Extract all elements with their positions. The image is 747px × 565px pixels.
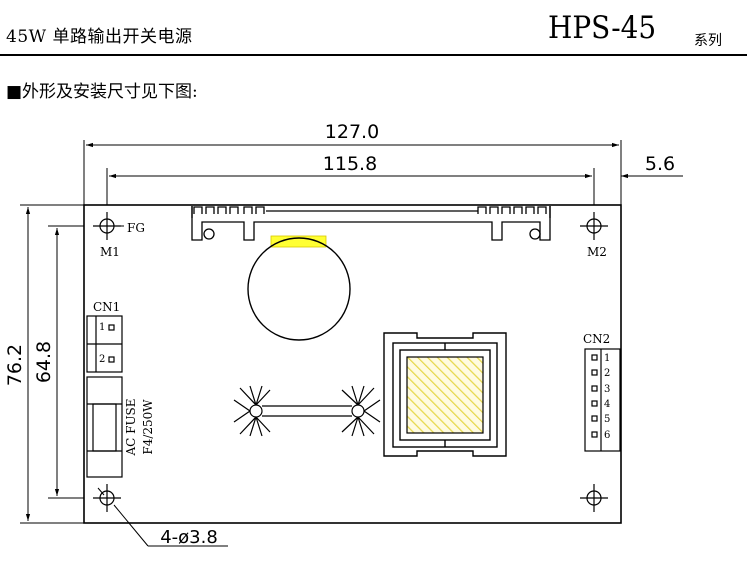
cn1-pin-2: 2 <box>99 354 105 365</box>
dim-hole-spacing-x: 115.8 <box>323 153 377 175</box>
hole-callout-text: 4-ø3.8 <box>160 527 218 548</box>
transformer-core-hatch <box>406 356 484 434</box>
electrolytic-capacitor <box>247 237 351 341</box>
hole-callout-leader <box>97 487 228 547</box>
highlight-marker <box>270 235 327 248</box>
cn2-label: CN2 <box>583 332 610 346</box>
cn1-connector <box>86 315 123 373</box>
pcb-outline <box>83 204 622 524</box>
header-divider <box>0 54 747 56</box>
extension-lines <box>20 140 622 524</box>
fuse-label-line1: AC FUSE <box>124 398 138 456</box>
transformer <box>383 332 507 457</box>
m2-label: M2 <box>587 245 607 259</box>
cn2-pin-3: 3 <box>604 384 610 395</box>
cn2-connector <box>584 348 621 452</box>
top-heatsink <box>191 206 551 241</box>
series-label: 系列 <box>694 33 722 49</box>
product-title: 45W 单路输出开关电源 <box>6 27 193 47</box>
fg-label: FG <box>127 221 145 235</box>
small-heatsink <box>233 385 381 437</box>
section-title: ■外形及安装尺寸见下图: <box>6 82 198 102</box>
mounting-hole-m2 <box>580 212 608 240</box>
mounting-hole-bottom-right <box>580 484 608 512</box>
model-number: HPS-45 <box>548 10 657 46</box>
dimension-lines <box>25 142 683 521</box>
fuse-label-line2: F4/250W <box>141 399 155 455</box>
dim-hole-spacing-y: 64.8 <box>33 341 55 383</box>
dim-hole-offset: 5.6 <box>645 153 675 175</box>
cn1-pin-1: 1 <box>99 322 105 333</box>
mounting-hole-bottom-left <box>93 484 121 512</box>
cn2-pin-1: 1 <box>604 353 610 364</box>
cn1-label: CN1 <box>93 300 120 314</box>
cn2-pin-6: 6 <box>604 430 610 441</box>
m1-label: M1 <box>100 245 120 259</box>
dim-overall-width: 127.0 <box>325 121 379 143</box>
ac-fuse <box>86 376 123 478</box>
cn2-pin-4: 4 <box>604 399 610 410</box>
dim-overall-height: 76.2 <box>4 344 26 386</box>
cn2-pin-2: 2 <box>604 368 610 379</box>
cn2-pin-5: 5 <box>604 414 610 425</box>
